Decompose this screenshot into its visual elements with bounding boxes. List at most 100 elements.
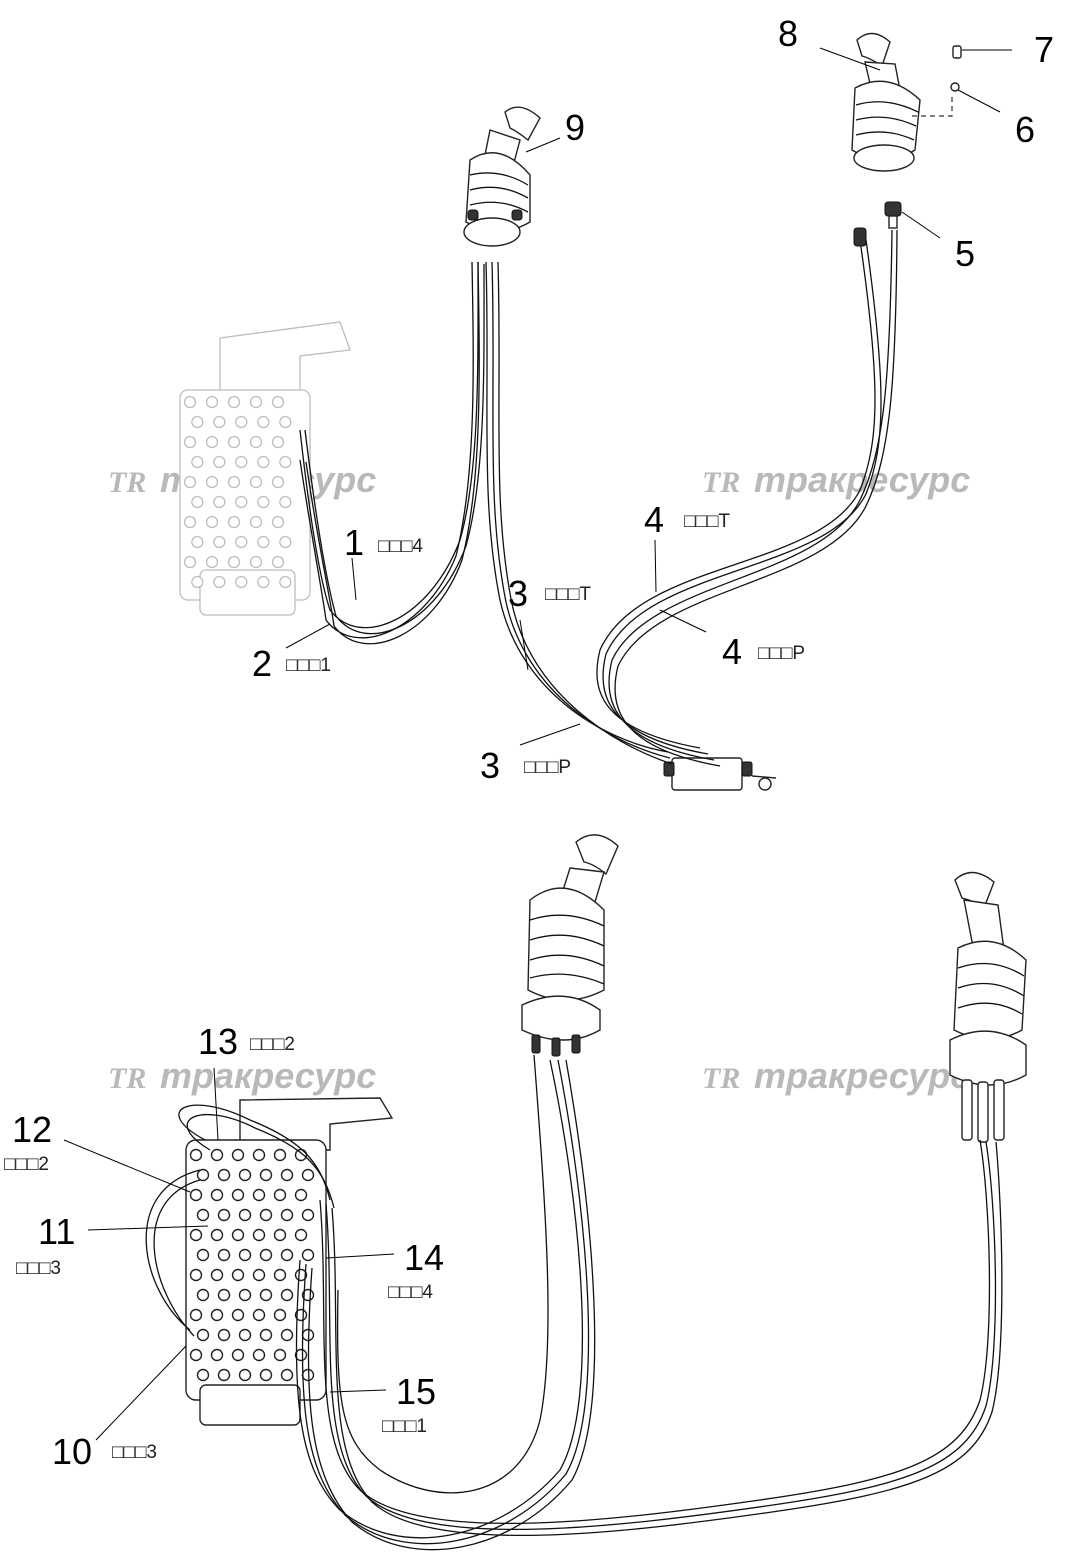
control-valve-main xyxy=(185,1097,394,1426)
valve-port xyxy=(227,555,241,569)
valve-port xyxy=(249,395,263,409)
valve-port xyxy=(210,1308,224,1322)
valve-port xyxy=(294,1228,308,1242)
manifold-block xyxy=(663,757,777,791)
valve-port xyxy=(191,455,204,469)
callout-9: 9 xyxy=(565,107,585,148)
valve-port xyxy=(231,1148,245,1162)
leader-lines xyxy=(63,47,1012,1441)
valve-port xyxy=(252,1228,266,1242)
valve-port xyxy=(249,555,263,569)
valve-port xyxy=(294,1148,308,1162)
svg-text:□□□4: □□□4 xyxy=(378,536,423,557)
svg-text:12: 12 xyxy=(12,1109,52,1150)
svg-text:9: 9 xyxy=(565,107,585,148)
callout-4-p: 4 □□□P xyxy=(722,631,805,672)
svg-text:□□□P: □□□P xyxy=(758,643,805,664)
watermark-bottom-right: TR тракресурс xyxy=(702,1055,970,1096)
svg-text:2: 2 xyxy=(252,643,272,684)
valve-port xyxy=(196,1248,210,1262)
svg-text:3: 3 xyxy=(480,745,500,786)
valve-port xyxy=(257,455,270,469)
valve-port xyxy=(191,495,204,509)
callout-11: 11 □□□3 xyxy=(16,1211,75,1279)
valve-port xyxy=(205,515,219,529)
watermark-bottom-left: TR тракресурс xyxy=(108,1055,376,1096)
valve-port xyxy=(273,1188,287,1202)
svg-text:□□□4: □□□4 xyxy=(388,1282,433,1303)
valve-port xyxy=(301,1248,315,1262)
valve-port xyxy=(280,1328,294,1342)
valve-port xyxy=(257,495,270,509)
valve-port xyxy=(279,455,292,469)
valve-port xyxy=(273,1308,287,1322)
valve-port xyxy=(205,435,219,449)
svg-text:□□□T: □□□T xyxy=(545,584,591,605)
valve-port xyxy=(191,535,204,549)
valve-port xyxy=(189,1188,203,1202)
valve-port xyxy=(189,1148,203,1162)
valve-port xyxy=(217,1328,231,1342)
valve-port xyxy=(227,435,241,449)
valve-port xyxy=(271,555,285,569)
valve-port xyxy=(279,575,292,589)
valve-port xyxy=(217,1248,231,1262)
svg-text:5: 5 xyxy=(955,233,975,274)
callout-12: 12 □□□2 xyxy=(4,1109,52,1175)
valve-port xyxy=(259,1168,273,1182)
valve-port xyxy=(259,1248,273,1262)
valve-port xyxy=(280,1368,294,1382)
valve-port xyxy=(210,1188,224,1202)
fitting-5 xyxy=(884,201,902,229)
callout-13: 13 □□□2 xyxy=(198,1021,295,1062)
callout-8: 8 xyxy=(778,13,798,54)
valve-port xyxy=(249,475,263,489)
watermark-text: тракресурс xyxy=(160,1055,376,1096)
valve-port xyxy=(183,435,197,449)
valve-port xyxy=(213,535,226,549)
valve-port xyxy=(238,1368,252,1382)
valve-port xyxy=(217,1368,231,1382)
valve-port xyxy=(189,1308,203,1322)
valve-port xyxy=(196,1168,210,1182)
valve-port xyxy=(189,1268,203,1282)
watermark-text: тракресурс xyxy=(754,1055,970,1096)
watermark-logo: TR xyxy=(108,466,146,499)
callout-5: 5 xyxy=(955,233,975,274)
valve-port xyxy=(235,495,248,509)
valve-port xyxy=(238,1208,252,1222)
valve-port xyxy=(235,415,248,429)
svg-text:□□□1: □□□1 xyxy=(286,655,331,676)
valve-port xyxy=(252,1188,266,1202)
valve-port xyxy=(279,535,292,549)
valve-port xyxy=(271,475,285,489)
watermark-logo: TR xyxy=(702,1062,740,1095)
valve-port xyxy=(196,1368,210,1382)
valve-port xyxy=(210,1228,224,1242)
valve-port xyxy=(257,575,270,589)
svg-text:6: 6 xyxy=(1015,109,1035,150)
svg-text:4: 4 xyxy=(722,631,742,672)
valve-port xyxy=(235,575,248,589)
screw-7 xyxy=(952,45,962,59)
joystick-bottom-right xyxy=(949,871,1027,1143)
valve-port xyxy=(249,435,263,449)
valve-port xyxy=(231,1228,245,1242)
valve-port xyxy=(196,1288,210,1302)
valve-port xyxy=(259,1288,273,1302)
valve-port xyxy=(249,515,263,529)
valve-port xyxy=(294,1188,308,1202)
svg-text:3: 3 xyxy=(508,573,528,614)
valve-port xyxy=(271,515,285,529)
valve-port xyxy=(235,535,248,549)
valve-port xyxy=(217,1168,231,1182)
valve-port xyxy=(183,515,197,529)
callout-4-t: 4 □□□T xyxy=(644,499,730,540)
valve-port xyxy=(227,515,241,529)
watermark-top-right: TR тракресурс xyxy=(702,459,970,500)
control-valve-ghost xyxy=(179,321,351,616)
joystick-9 xyxy=(463,106,541,247)
svg-text:14: 14 xyxy=(404,1237,444,1278)
valve-port xyxy=(213,495,226,509)
